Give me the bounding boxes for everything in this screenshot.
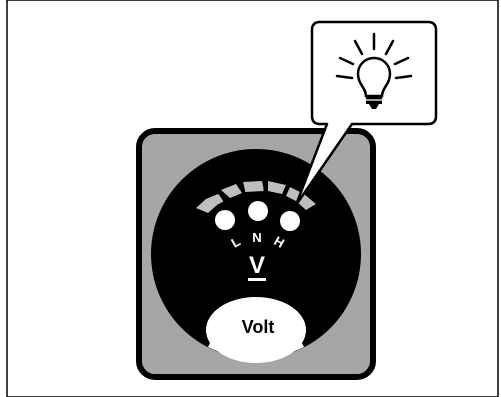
indicator-dot-normal — [248, 201, 268, 221]
unit-name: Volt — [242, 317, 275, 337]
unit-segment-bulge — [206, 297, 306, 363]
unit-symbol: V — [249, 252, 265, 279]
scale-segment-center — [243, 181, 264, 192]
range-scale — [196, 181, 316, 213]
light-bulb-icon — [335, 32, 413, 109]
scale-notches — [217, 182, 290, 202]
indicator-dot-high — [280, 211, 300, 231]
callout-bubble — [294, 20, 438, 207]
range-label-normal: N — [252, 230, 261, 245]
scale-segment-low — [196, 194, 226, 213]
scale-segment-low-mid — [221, 184, 242, 198]
unit-symbol-underline — [248, 278, 266, 281]
scale-segment-high-mid — [268, 181, 286, 194]
frame-border — [6, 0, 499, 397]
indicator-dot-low — [215, 210, 235, 230]
